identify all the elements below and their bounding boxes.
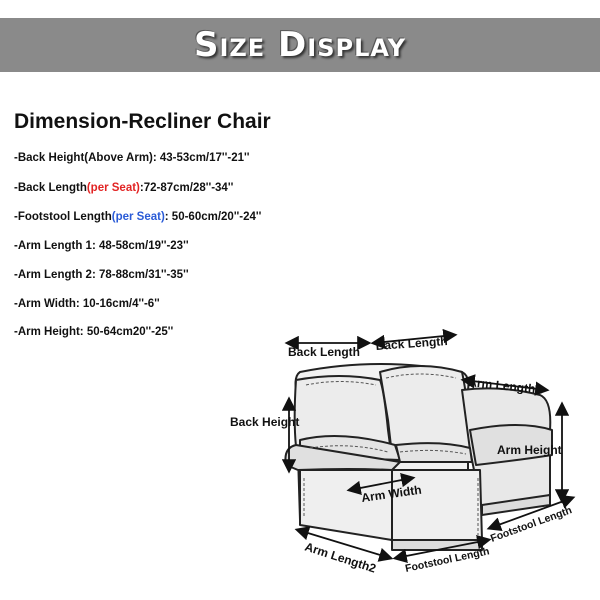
title-banner: Size Display <box>0 18 600 72</box>
label-back-length-2: Back Length <box>375 334 448 353</box>
page-heading: Dimension-Recliner Chair <box>14 110 271 133</box>
spec-text: -Arm Width: 10-16cm/4''-6'' <box>14 298 160 310</box>
spec-text: :72-87cm/28''-34'' <box>139 182 234 194</box>
spec-highlight: (per Seat) <box>86 182 140 194</box>
recliner-diagram: Back Length Back Length Arm Length1 Back… <box>230 328 576 576</box>
sofa-stitching <box>303 373 479 535</box>
spec-arm-length-2: -Arm Length 2: 78-88cm/31''-35'' <box>14 269 189 281</box>
label-back-length-1: Back Length <box>288 345 360 359</box>
spec-text: -Arm Height: 50-64cm20''-25'' <box>14 326 174 338</box>
spec-text: -Footstool Length <box>14 211 112 223</box>
spec-highlight: (per Seat) <box>111 211 165 223</box>
dimension-arrows <box>281 328 576 563</box>
label-back-height: Back Height <box>230 415 299 429</box>
banner-title: Size Display <box>193 25 407 65</box>
spec-back-length: -Back Length(per Seat):72-87cm/28''-34'' <box>14 182 233 194</box>
spec-text: : 50-60cm/20''-24'' <box>164 211 262 223</box>
spec-arm-length-1: -Arm Length 1: 48-58cm/19''-23'' <box>14 240 189 252</box>
spec-arm-height: -Arm Height: 50-64cm20''-25'' <box>14 326 173 338</box>
label-arm-length-2: Arm Length2 <box>303 540 378 576</box>
spec-text: -Arm Length 1: 48-58cm/19''-23'' <box>14 240 189 252</box>
spec-text: -Back Height(Above Arm): 43-53cm/17''-21… <box>14 152 250 164</box>
spec-back-height: -Back Height(Above Arm): 43-53cm/17''-21… <box>14 152 249 164</box>
label-arm-height: Arm Height <box>497 443 562 457</box>
spec-arm-width: -Arm Width: 10-16cm/4''-6'' <box>14 298 160 310</box>
spec-text: -Arm Length 2: 78-88cm/31''-35'' <box>14 269 189 281</box>
spec-footstool-length: -Footstool Length(per Seat): 50-60cm/20'… <box>14 211 261 223</box>
spec-text: -Back Length <box>14 182 87 194</box>
